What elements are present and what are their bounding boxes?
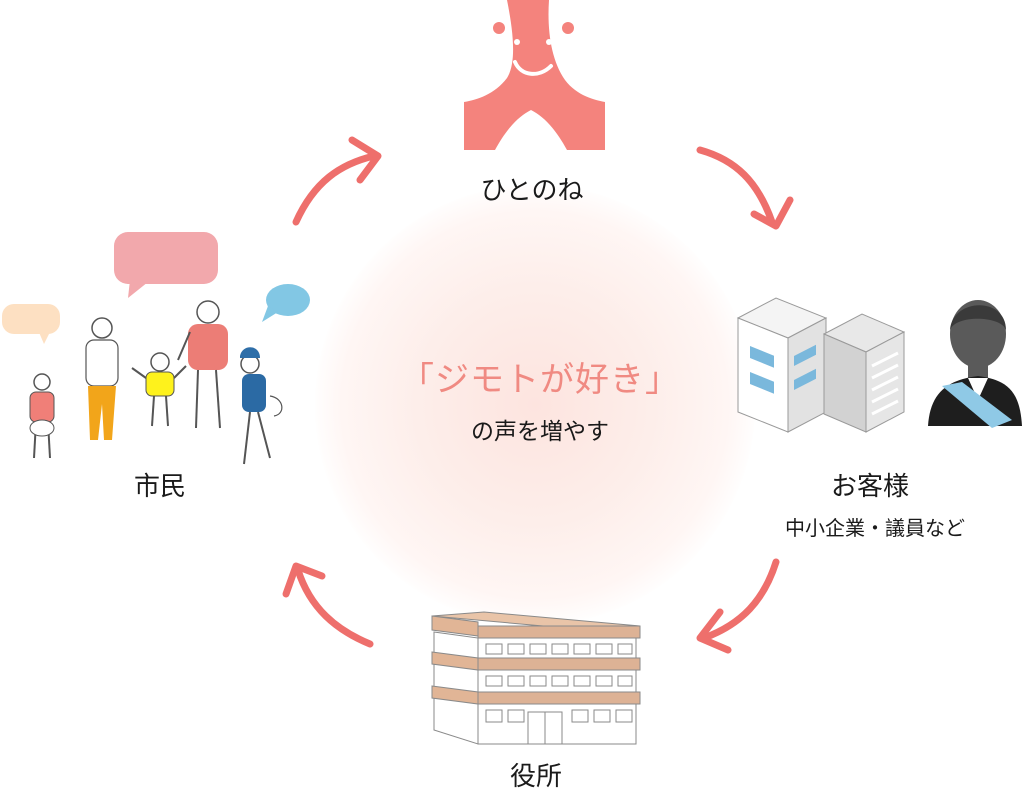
city-hall-building-icon: [431, 611, 641, 745]
politician-person-icon: [928, 300, 1022, 428]
speech-bubble-large-icon: [114, 232, 218, 298]
client-buildings-icon: [736, 297, 906, 433]
arrow-cityhall-to-citizens: [294, 566, 374, 648]
node-label-top: ひとのね: [480, 176, 584, 206]
node-sublabel-right: 中小企業・議員など: [785, 516, 965, 540]
node-label-bottom: 役所: [509, 762, 562, 792]
speech-bubble-small-icon: [2, 304, 60, 344]
center-subtitle: の声を増やす: [471, 419, 609, 445]
center-title: 「ジモトが好き」: [400, 360, 680, 400]
node-label-left: 市民: [133, 472, 186, 502]
center-glow: [315, 185, 755, 625]
arrow-clients-to-cityhall: [700, 558, 780, 642]
node-label-right: お客様: [830, 472, 909, 502]
hitonone-logo-icon: [464, 0, 605, 150]
arrow-hitonone-to-clients: [696, 146, 776, 226]
citizens-group-icon: [2, 232, 310, 465]
speech-bubble-blue-icon: [262, 284, 310, 322]
arrow-citizens-to-hitonone: [292, 152, 378, 226]
